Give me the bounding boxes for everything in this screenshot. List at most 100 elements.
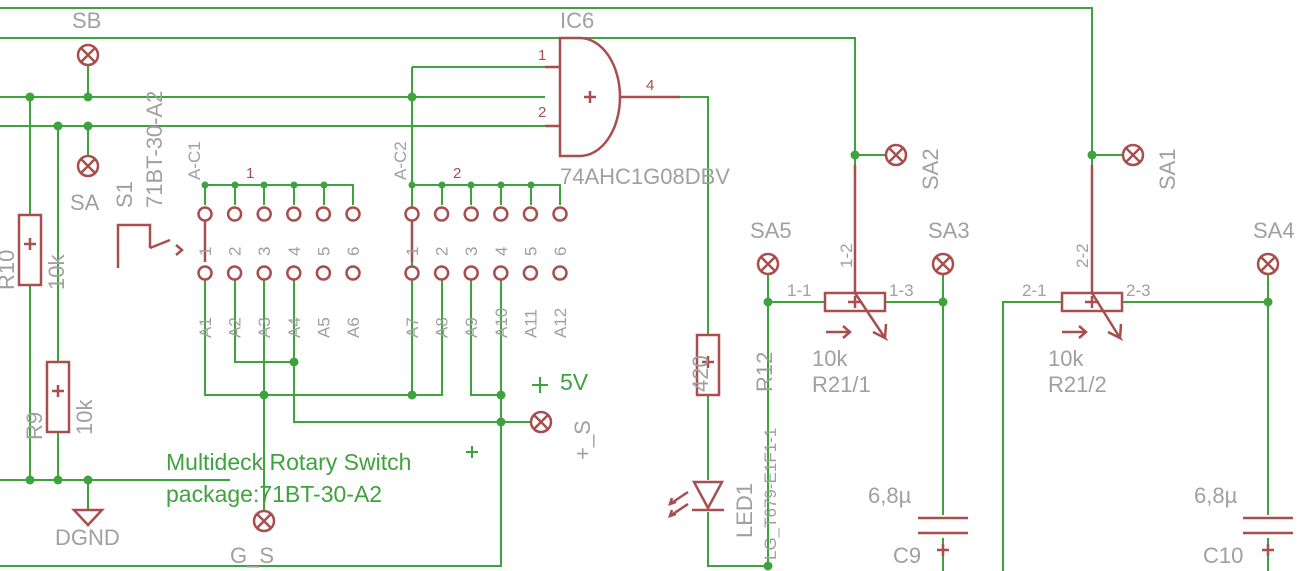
plus-5v-mark: [532, 377, 548, 393]
label-sa3: SA3: [928, 218, 970, 243]
capacitor-c10[interactable]: [1243, 516, 1293, 556]
switch-pad-deck1-1[interactable]: [197, 265, 213, 281]
switch-pad-deck2-5[interactable]: [522, 265, 539, 281]
label-sa: SA: [70, 190, 100, 215]
label-led1: LED1: [732, 483, 757, 538]
label-ic6: IC6: [560, 8, 594, 33]
junctions: [25, 92, 1273, 571]
switch-pin-number: 5: [314, 247, 333, 256]
switch-contact-label: A10: [492, 308, 511, 338]
test-point-sa5[interactable]: [756, 252, 780, 276]
potentiometer-r21-2[interactable]: [1060, 165, 1124, 342]
switch-pad-deck2-6[interactable]: [552, 265, 568, 281]
label-c9-value: 6,8µ: [868, 483, 912, 508]
label-sb: SB: [72, 8, 101, 33]
test-point-sa2[interactable]: [884, 143, 908, 167]
test-point-sa3[interactable]: [931, 252, 955, 276]
switch-pad-deck2-1[interactable]: [404, 206, 420, 222]
resistor-r9[interactable]: [45, 360, 71, 434]
switch-pad-deck2-4[interactable]: [493, 265, 509, 281]
label-a-c2: A-C2: [391, 141, 410, 180]
label-pin-2-1: 2-1: [1022, 281, 1047, 300]
switch-pad-deck1-3[interactable]: [256, 265, 272, 281]
label-ic6-value: 74AHC1G08DBV: [560, 164, 730, 189]
test-point-sa[interactable]: [76, 154, 100, 178]
switch-pin-number: 1: [403, 247, 422, 256]
test-point-sa4[interactable]: [1256, 252, 1280, 276]
label-deck2: 2: [453, 165, 461, 182]
test-point-gs[interactable]: [252, 509, 276, 533]
switch-contact-label: A4: [285, 317, 304, 338]
label-sa5: SA5: [750, 218, 792, 243]
switch-contact-label: A7: [403, 317, 422, 338]
label-5v: 5V: [560, 369, 589, 395]
resistor-r10[interactable]: [17, 213, 43, 287]
switch-pin-number: 6: [551, 247, 570, 256]
potentiometer-r21-1[interactable]: [823, 165, 889, 342]
ic6-pin1: 1: [538, 47, 546, 64]
switch-pad-deck1-4[interactable]: [286, 265, 302, 281]
switch-contact-label: A2: [226, 317, 245, 338]
label-pin-1-2: 1-2: [837, 243, 856, 268]
switch-contact-label: A9: [462, 317, 481, 338]
switch-pad-deck2-4[interactable]: [493, 206, 509, 222]
switch-pad-deck1-6[interactable]: [345, 265, 361, 281]
label-sa4: SA4: [1253, 218, 1295, 243]
test-point-sb[interactable]: [76, 43, 100, 67]
switch-contact-label: A1: [196, 317, 215, 338]
switch-pad-deck2-3[interactable]: [463, 265, 479, 281]
switch-pad-deck1-5[interactable]: [315, 265, 332, 281]
label-plus-s: +_S: [570, 420, 595, 460]
led-led1[interactable]: [668, 480, 725, 518]
switch-pin-number: 4: [492, 247, 511, 256]
label-r21-1: R21/1: [812, 372, 871, 397]
switch-pad-deck1-3[interactable]: [256, 206, 272, 222]
test-point-plus-s[interactable]: [529, 410, 553, 434]
switch-pad-deck1-1[interactable]: [197, 206, 213, 222]
switch-pin-number: 1: [196, 247, 215, 256]
test-point-sa1[interactable]: [1121, 143, 1145, 167]
switch-pad-deck2-3[interactable]: [463, 206, 479, 222]
switch-pad-deck1-2[interactable]: [226, 265, 243, 281]
label-pin-1-1: 1-1: [787, 281, 812, 300]
labels: SB SA IC6 74AHC1G08DBV 1 2 4 S1 71BT-30-…: [0, 8, 1295, 568]
switch-pad-deck2-2[interactable]: [433, 206, 450, 222]
label-c10: C10: [1203, 543, 1243, 568]
label-c9: C9: [893, 543, 921, 568]
switch-contact-label: A8: [433, 317, 452, 338]
label-r21-2: R21/2: [1048, 372, 1107, 397]
label-c10-value: 6,8µ: [1194, 483, 1238, 508]
label-a-c1: A-C1: [185, 141, 204, 180]
label-r21-2-value: 10k: [1048, 346, 1084, 371]
label-r9: R9: [22, 412, 47, 440]
label-pin-1-3: 1-3: [889, 281, 914, 300]
switch-pad-deck2-6[interactable]: [552, 206, 568, 222]
switch-pad-deck1-2[interactable]: [226, 206, 243, 222]
label-r10: R10: [0, 250, 19, 290]
switch-pad-deck2-5[interactable]: [522, 206, 539, 222]
label-pin-2-3: 2-3: [1126, 281, 1151, 300]
ground-symbol: [71, 508, 105, 527]
switch-pad-deck1-5[interactable]: [315, 206, 332, 222]
switch-pad-deck2-2[interactable]: [433, 265, 450, 281]
label-dgnd: DGND: [55, 525, 120, 550]
switch-pad-deck1-6[interactable]: [345, 206, 361, 222]
capacitor-c9[interactable]: [918, 516, 968, 556]
switch-pad-deck2-1[interactable]: [404, 265, 420, 281]
label-r21-1-value: 10k: [812, 346, 848, 371]
resistor-r12[interactable]: [695, 333, 721, 397]
and-gate-ic6[interactable]: [545, 36, 680, 158]
switch-pin-number: 2: [433, 247, 452, 256]
switch-pad-deck1-4[interactable]: [286, 206, 302, 222]
switch-pin-number: 6: [344, 247, 363, 256]
switch-pin-number: 2: [226, 247, 245, 256]
label-r10-value: 10k: [44, 254, 69, 290]
label-led1-value: LG_T679-E1F1-1: [761, 428, 780, 560]
label-deck1: 1: [246, 165, 254, 182]
label-pin-2-2: 2-2: [1073, 243, 1092, 268]
label-r12: R12: [752, 352, 777, 392]
label-s1: S1: [112, 181, 137, 208]
